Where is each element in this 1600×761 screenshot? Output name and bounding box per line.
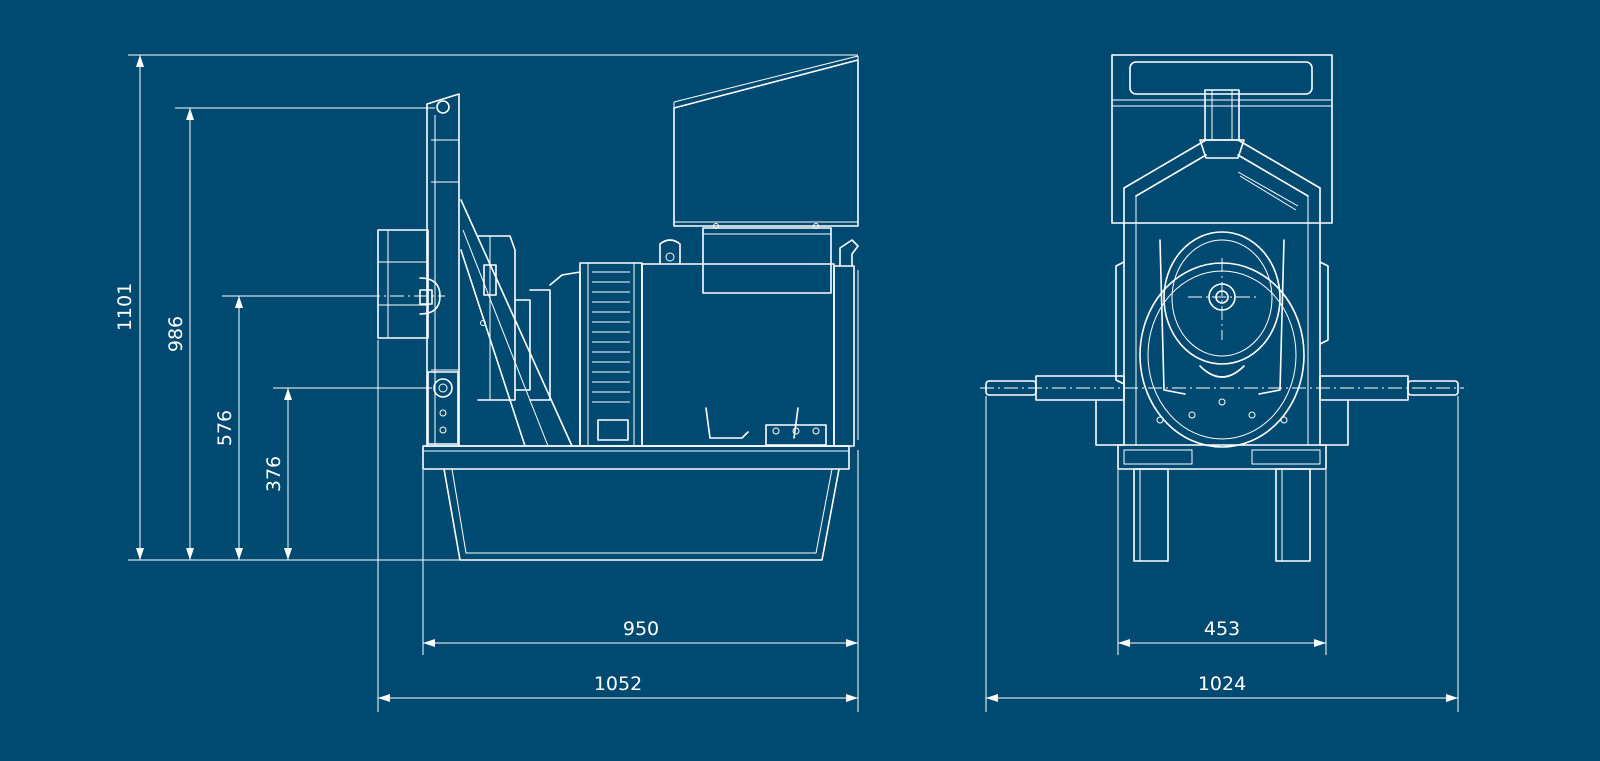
front-dimensions: 453 1024 — [985, 396, 1459, 712]
front-alternator — [1139, 231, 1305, 448]
alternator — [549, 262, 643, 447]
front-feet — [1133, 468, 1311, 562]
dim-height-lifting-eye: 986 — [165, 316, 187, 352]
stator-body — [641, 239, 835, 447]
front-lifting-hook — [1199, 89, 1245, 159]
mount-coupling — [427, 371, 459, 445]
side-dimensions: 1101 986 576 376 950 1052 — [114, 54, 859, 712]
gear-housing — [477, 235, 551, 401]
dim-length-total: 1052 — [594, 673, 642, 695]
diagonal-brace — [460, 199, 573, 447]
cooling-fins — [592, 271, 630, 403]
dim-width-frame: 453 — [1204, 618, 1240, 640]
drive-flange — [377, 229, 441, 339]
side-view — [222, 55, 859, 561]
front-cabinet — [1111, 54, 1333, 224]
front-view — [980, 54, 1464, 562]
base-tank — [422, 445, 850, 561]
control-cabinet — [673, 55, 859, 229]
dim-length-frame: 950 — [623, 618, 659, 640]
dim-height-total: 1101 — [114, 283, 136, 331]
dim-width-total: 1024 — [1198, 673, 1246, 695]
front-side-fins — [1115, 261, 1329, 385]
end-bracket — [833, 239, 859, 447]
anti-vibration-mounts — [705, 407, 827, 446]
terminal-box — [702, 227, 832, 294]
roof-frame — [1123, 139, 1321, 446]
front-base — [1117, 444, 1327, 470]
front-shafts — [980, 375, 1464, 446]
dim-height-shaft-axis: 576 — [214, 410, 236, 446]
lifting-post — [426, 93, 460, 447]
dim-height-mount: 376 — [263, 456, 285, 492]
